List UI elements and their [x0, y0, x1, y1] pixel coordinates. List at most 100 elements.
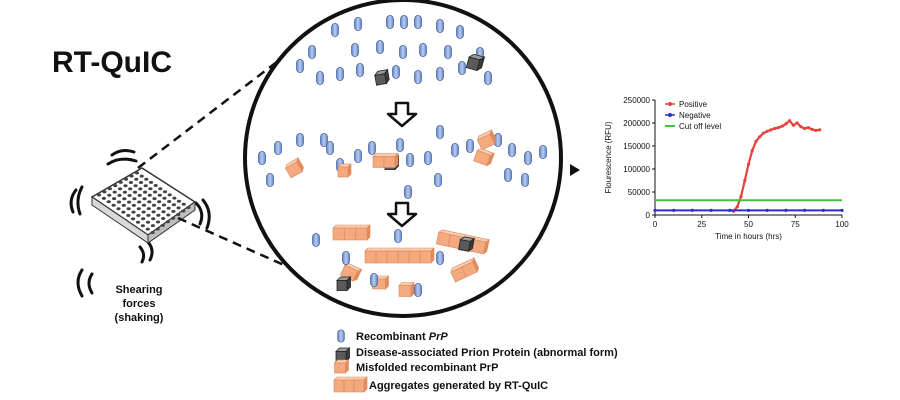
data-point	[818, 128, 822, 132]
data-point	[761, 131, 766, 135]
recombinant-prp-icon	[419, 43, 427, 57]
down-arrow-icon	[386, 101, 418, 128]
data-point	[803, 208, 807, 212]
data-point	[672, 208, 676, 212]
legend-swatch-dot	[668, 102, 672, 106]
recombinant-prp-icon	[312, 233, 320, 247]
down-arrow-icon	[386, 201, 418, 228]
recombinant-prp-icon	[351, 43, 359, 57]
recombinant-prp-icon	[266, 173, 274, 187]
data-point	[653, 208, 657, 212]
prion-protein-icon	[335, 347, 351, 363]
recombinant-prp-icon	[436, 67, 444, 81]
legend-label: Positive	[679, 100, 708, 109]
data-point	[769, 128, 773, 132]
data-point	[788, 119, 792, 123]
data-point	[791, 123, 796, 127]
recombinant-prp-icon	[539, 145, 547, 159]
misfolded-prp-icon	[337, 163, 352, 178]
prion-protein-icon	[336, 276, 352, 292]
shearing-label-line2: forces	[122, 298, 155, 310]
aggregate-icon	[332, 224, 371, 241]
recombinant-prp-icon	[406, 153, 414, 167]
recombinant-prp-icon	[326, 141, 334, 155]
recombinant-prp-icon	[394, 229, 402, 243]
recombinant-prp-icon	[404, 185, 412, 199]
x-tick-label: 25	[697, 220, 706, 229]
data-point	[806, 126, 810, 130]
prion-protein-icon	[373, 68, 390, 86]
recombinant-prp-icon	[424, 151, 432, 165]
recombinant-prp-icon	[368, 141, 376, 155]
recombinant-prp-icon	[342, 251, 350, 265]
recombinant-prp-icon	[436, 125, 444, 139]
recombinant-prp-icon	[504, 168, 512, 182]
data-point	[780, 124, 784, 128]
data-point	[735, 205, 739, 209]
recombinant-prp-icon	[444, 45, 452, 59]
y-tick-label: 100000	[623, 165, 650, 174]
recombinant-prp-icon	[396, 138, 404, 152]
recombinant-prp-icon	[258, 151, 266, 165]
y-tick-label: 0	[646, 211, 651, 220]
y-tick-label: 50000	[628, 188, 651, 197]
diagram-title: RT-QuIC	[52, 46, 172, 79]
data-point	[746, 208, 751, 212]
x-tick-label: 50	[744, 220, 753, 229]
data-point	[795, 121, 799, 125]
aggregate-icon	[333, 376, 368, 393]
recombinant-prp-icon	[399, 45, 407, 59]
recombinant-prp-icon	[508, 143, 516, 157]
legend-label: Negative	[679, 111, 711, 120]
legend-text-misfolded: Misfolded recombinant PrP	[356, 362, 498, 374]
data-point	[746, 162, 751, 166]
recombinant-prp-icon	[466, 139, 474, 153]
recombinant-prp-icon	[436, 19, 444, 33]
data-point	[821, 208, 825, 212]
prion-protein-icon	[465, 53, 486, 72]
misfolded-prp-icon	[333, 359, 350, 374]
recombinant-prp-icon	[316, 71, 324, 85]
recombinant-prp-icon	[308, 45, 316, 59]
zoom-line-top	[137, 57, 283, 169]
legend-text-prion: Disease-associated Prion Protein (abnorm…	[356, 347, 618, 359]
recombinant-prp-icon	[434, 173, 442, 187]
legend-swatch-dot	[668, 113, 672, 117]
recombinant-prp-icon	[274, 141, 282, 155]
data-point	[758, 135, 762, 139]
misfolded-prp-icon	[476, 129, 497, 151]
recombinant-prp-icon	[458, 61, 466, 75]
data-point	[840, 208, 844, 212]
y-tick-label: 250000	[623, 96, 650, 105]
misfolded-prp-icon	[473, 148, 496, 167]
data-point	[776, 126, 781, 130]
prion-protein-icon	[458, 236, 476, 253]
recombinant-prp-icon	[331, 23, 339, 37]
legend-text-aggregate: Aggregates generated by RT-QuIC	[369, 380, 548, 392]
recombinant-prp-icon	[436, 251, 444, 265]
data-point	[765, 208, 769, 212]
data-point	[743, 178, 747, 183]
data-point	[814, 128, 818, 132]
data-point	[728, 208, 732, 212]
data-point	[765, 129, 769, 133]
data-point	[739, 195, 743, 199]
aggregate-icon	[450, 257, 479, 283]
magnified-well-circle	[243, 0, 563, 318]
recombinant-prp-icon	[320, 133, 328, 147]
x-tick-label: 0	[653, 220, 658, 229]
recombinant-prp-icon	[356, 63, 364, 77]
data-point	[784, 208, 788, 212]
data-point	[799, 125, 803, 129]
y-tick-label: 150000	[623, 142, 650, 151]
data-point	[754, 139, 758, 143]
recombinant-prp-icon	[337, 329, 345, 343]
microplate-icon	[69, 149, 211, 264]
recombinant-prp-icon	[524, 151, 532, 165]
recombinant-prp-icon	[370, 273, 378, 287]
recombinant-prp-icon	[414, 283, 422, 297]
recombinant-prp-icon	[354, 149, 362, 163]
